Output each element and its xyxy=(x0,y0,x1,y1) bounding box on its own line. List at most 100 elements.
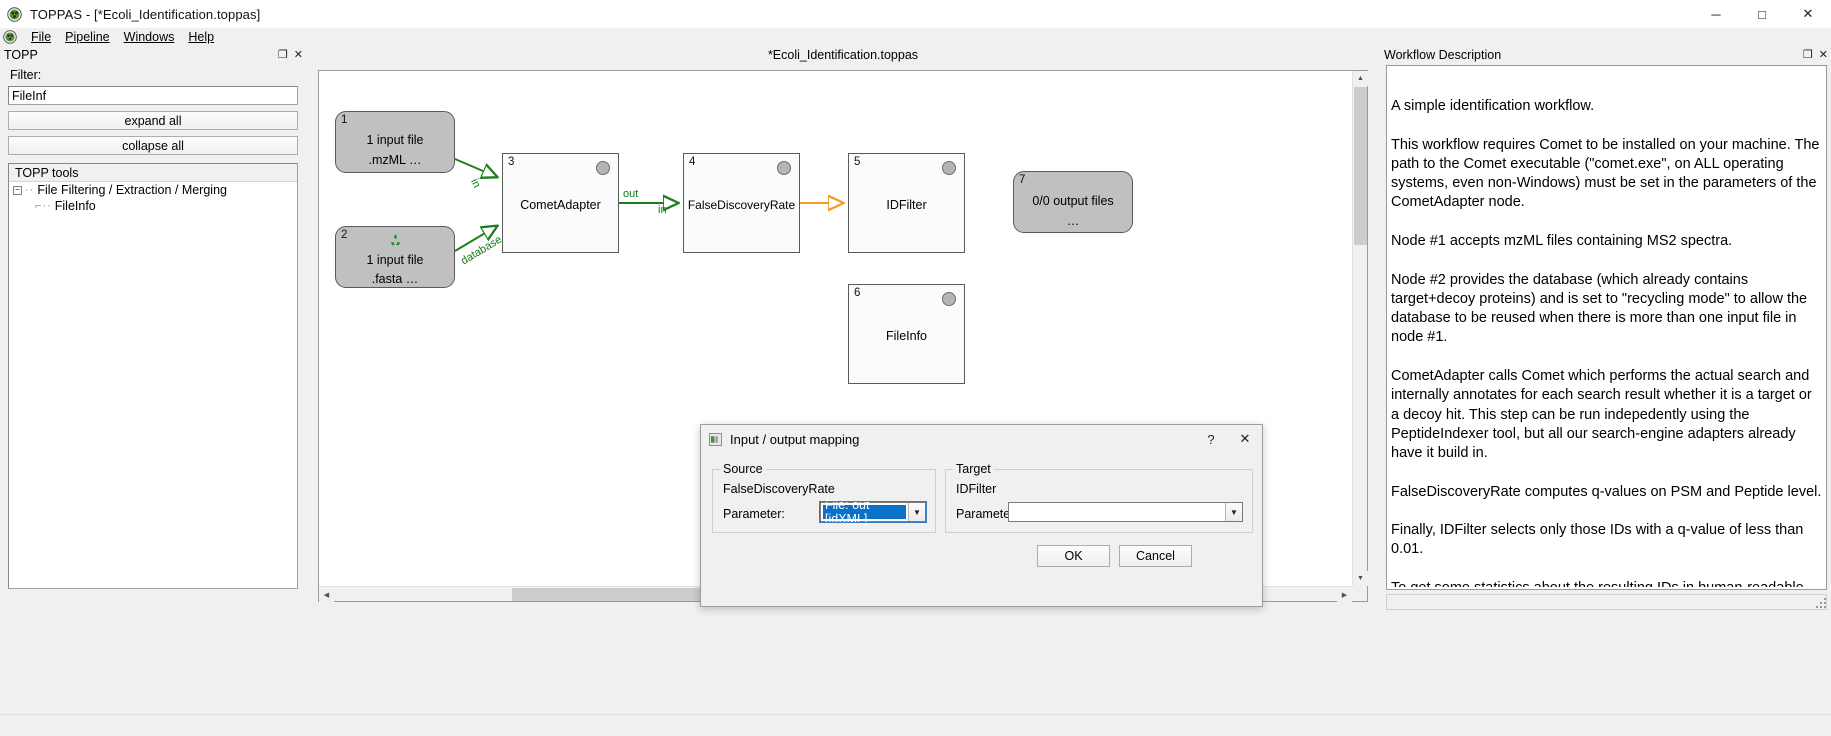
ok-button[interactable]: OK xyxy=(1037,545,1110,567)
workflow-description-actions: ❐ ✕ xyxy=(1803,46,1828,63)
tree-branch-line: ·· xyxy=(25,184,35,196)
tree-expand-collapse-icon[interactable]: − xyxy=(13,185,22,195)
workflow-description-close-icon[interactable]: ✕ xyxy=(1818,49,1828,61)
menu-file-label: File xyxy=(31,30,52,44)
window-maximize-button[interactable]: □ xyxy=(1758,6,1766,22)
node-1-line2: .mzML … xyxy=(368,153,422,167)
tree-item-fileinfo[interactable]: ⌐·· FileInfo xyxy=(9,198,297,214)
canvas-vertical-scrollbar[interactable]: ▲ ▼ xyxy=(1352,71,1368,586)
window-titlebar: TOPPAS - [*Ecoli_Identification.toppas] … xyxy=(0,0,1831,28)
node-1-number: 1 xyxy=(341,114,348,126)
tree-item-file-filtering-label: File Filtering / Extraction / Merging xyxy=(37,183,227,197)
node-4-status-indicator xyxy=(777,161,791,175)
collapse-all-button[interactable]: collapse all xyxy=(8,136,298,155)
target-parameter-combobox[interactable]: ▼ xyxy=(1008,502,1243,522)
node-5-status-indicator xyxy=(942,161,956,175)
chevron-down-icon[interactable]: ▼ xyxy=(908,503,925,521)
scroll-down-arrow-icon[interactable]: ▼ xyxy=(1353,571,1368,586)
source-group-label: Source xyxy=(720,462,766,476)
menu-windows-label: Windows xyxy=(123,30,175,44)
workflow-node-5-idfilter[interactable]: 5 IDFilter xyxy=(848,153,965,253)
dialog-titlebar: Input / output mapping ? ✕ xyxy=(701,425,1262,453)
window-title: TOPPAS - [*Ecoli_Identification.toppas] xyxy=(30,6,261,22)
window-minimize-button[interactable]: ─ xyxy=(1711,6,1721,22)
source-groupbox: Source FalseDiscoveryRate Parameter: Fil… xyxy=(712,462,936,533)
node-4-number: 4 xyxy=(689,156,696,168)
pipeline-subwindow-title: *Ecoli_Identification.toppas xyxy=(306,46,1380,64)
menu-help[interactable]: Help xyxy=(181,29,221,45)
resize-grip-icon[interactable] xyxy=(1814,596,1828,610)
target-parameter-label: Parameter: xyxy=(956,507,1018,521)
workflow-description-float-icon[interactable]: ❐ xyxy=(1802,49,1813,61)
topp-tools-tree: TOPP tools − ·· File Filtering / Extract… xyxy=(8,163,298,589)
dialog-window-controls: ? ✕ xyxy=(1194,425,1262,453)
workflow-node-2-input-fasta[interactable]: 2 1 input file .fasta … xyxy=(335,226,455,288)
window-close-button[interactable]: ✕ xyxy=(1802,6,1814,21)
workflow-description-title: Workflow Description xyxy=(1384,47,1502,62)
menu-file[interactable]: File xyxy=(24,29,58,45)
workflow-description-hscrollbar[interactable] xyxy=(1386,594,1827,610)
node-2-line2: .fasta … xyxy=(371,272,419,286)
workflow-node-1-input-mzml[interactable]: 1 1 input file .mzML … xyxy=(335,111,455,173)
menu-windows[interactable]: Windows xyxy=(117,29,182,45)
node-6-label: FileInfo xyxy=(886,329,927,343)
topp-dock-actions: ❐ ✕ xyxy=(278,46,303,63)
target-groupbox: Target IDFilter Parameter: ▼ xyxy=(945,462,1253,533)
menu-pipeline[interactable]: Pipeline xyxy=(58,29,116,45)
workflow-node-4-falsediscoveryrate[interactable]: 4 FalseDiscoveryRate xyxy=(683,153,800,253)
workflow-node-3-cometadapter[interactable]: 3 CometAdapter xyxy=(502,153,619,253)
topp-dock-header: TOPP ❐ ✕ xyxy=(0,46,306,63)
topp-dock-close-icon[interactable]: ✕ xyxy=(293,49,303,61)
topp-dock-float-icon[interactable]: ❐ xyxy=(277,49,288,61)
dialog-title: Input / output mapping xyxy=(730,431,860,447)
workflow-node-6-fileinfo[interactable]: 6 FileInfo xyxy=(848,284,965,384)
workflow-edges xyxy=(454,158,1352,252)
canvas-vscroll-thumb[interactable] xyxy=(1354,87,1367,245)
mdi-document-icon xyxy=(3,30,17,44)
chevron-down-icon-target[interactable]: ▼ xyxy=(1225,503,1242,521)
topp-tools-dock: TOPP ❐ ✕ Filter: expand all collapse all… xyxy=(0,46,306,612)
scroll-up-arrow-icon[interactable]: ▲ xyxy=(1353,71,1368,86)
cancel-button[interactable]: Cancel xyxy=(1119,545,1192,567)
mdi-workspace: *Ecoli_Identification.toppas xyxy=(306,46,1380,612)
dialog-help-button[interactable]: ? xyxy=(1207,431,1215,447)
tree-item-file-filtering[interactable]: − ·· File Filtering / Extraction / Mergi… xyxy=(9,182,297,198)
window-controls: ─ □ ✕ xyxy=(1693,0,1831,28)
source-parameter-value: File: out [idXML] xyxy=(823,498,906,526)
tree-leaf-line: ⌐·· xyxy=(35,200,52,212)
scroll-right-arrow-icon[interactable]: ▶ xyxy=(1337,587,1352,602)
node-3-number: 3 xyxy=(508,156,515,168)
tree-item-fileinfo-label: FileInfo xyxy=(54,199,96,213)
node-3-label: CometAdapter xyxy=(520,198,601,212)
target-parameter-value xyxy=(1009,503,1225,521)
menu-pipeline-label: Pipeline xyxy=(65,30,110,44)
filter-label: Filter: xyxy=(10,68,42,82)
toppas-app-icon xyxy=(7,6,22,22)
menu-help-label: Help xyxy=(188,30,215,44)
workflow-description-header: Workflow Description ❐ ✕ xyxy=(1380,46,1831,63)
source-parameter-label: Parameter: xyxy=(723,507,785,521)
input-output-mapping-dialog[interactable]: Input / output mapping ? ✕ Source FalseD… xyxy=(700,424,1263,607)
edge-label-out-3: out xyxy=(623,188,639,200)
topp-tools-tree-header: TOPP tools xyxy=(9,164,297,182)
workflow-description-text[interactable]: A simple identification workflow. This w… xyxy=(1391,98,1822,587)
node-4-label: FalseDiscoveryRate xyxy=(687,198,796,212)
scroll-left-arrow-icon[interactable]: ◀ xyxy=(319,587,334,602)
node-7-line1: 0/0 output files xyxy=(1032,194,1114,208)
node-7-number: 7 xyxy=(1019,174,1026,186)
source-node-name: FalseDiscoveryRate xyxy=(723,482,835,496)
topp-dock-body: Filter: expand all collapse all TOPP too… xyxy=(0,68,306,589)
expand-all-button[interactable]: expand all xyxy=(8,111,298,130)
dialog-icon xyxy=(709,432,722,446)
node-2-number: 2 xyxy=(341,229,348,241)
dialog-close-button[interactable]: ✕ xyxy=(1239,431,1251,446)
source-parameter-combobox[interactable]: File: out [idXML] ▼ xyxy=(819,498,927,526)
workflow-node-7-output[interactable]: 7 0/0 output files … xyxy=(1013,171,1133,233)
topp-dock-title: TOPP xyxy=(4,47,38,62)
node-6-number: 6 xyxy=(854,287,861,299)
topp-tools-tree-header-label: TOPP tools xyxy=(15,165,79,180)
filter-input[interactable] xyxy=(8,86,298,105)
node-5-number: 5 xyxy=(854,156,861,168)
canvas-scroll-corner xyxy=(1352,586,1367,601)
